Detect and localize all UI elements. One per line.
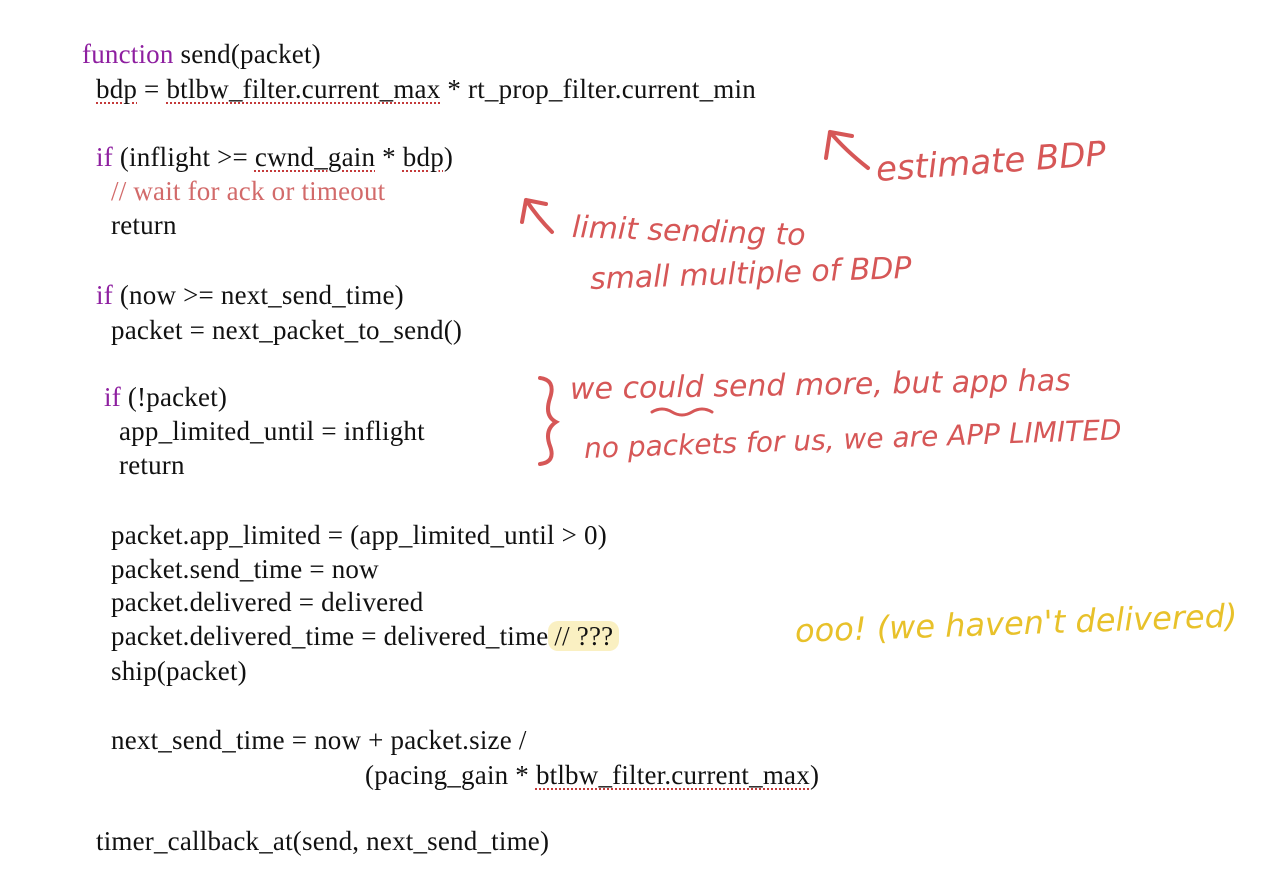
code-text: * bbox=[375, 142, 403, 172]
keyword-function: function bbox=[82, 39, 174, 69]
highlighted-comment: // ??? bbox=[548, 621, 620, 651]
code-line-packet-delivered-time: packet.delivered_time = delivered_time//… bbox=[111, 620, 620, 652]
code-text: (inflight >= bbox=[112, 142, 255, 172]
code-text: send(packet) bbox=[173, 39, 321, 69]
code-text: packet.delivered_time = delivered_time bbox=[111, 621, 549, 651]
code-line-pacing: (pacing_gain * btlbw_filter.current_max) bbox=[365, 759, 819, 791]
annotation-text: send more, but app has bbox=[703, 363, 1072, 405]
arrow-limit-icon bbox=[520, 198, 554, 234]
keyword-if: if bbox=[104, 382, 121, 412]
keyword-if: if bbox=[96, 280, 113, 310]
code-text: btlbw_filter.current_max bbox=[166, 74, 441, 104]
annotation-text-could: could bbox=[622, 369, 705, 407]
code-line-if-now: if (now >= next_send_time) bbox=[96, 279, 404, 311]
code-comment-wait: // wait for ack or timeout bbox=[111, 176, 386, 206]
code-line-app-limited-until: app_limited_until = inflight bbox=[119, 416, 425, 446]
code-text: bdp bbox=[402, 142, 444, 172]
annotation-text: we bbox=[569, 371, 623, 407]
code-text: ) bbox=[809, 760, 820, 790]
code-line-return: return bbox=[119, 450, 185, 480]
code-text: bdp bbox=[96, 74, 138, 104]
arrow-estimate-icon bbox=[824, 130, 870, 170]
code-line-next-send-time: next_send_time = now + packet.size / bbox=[111, 725, 527, 755]
code-line-packet-app-limited: packet.app_limited = (app_limited_until … bbox=[111, 520, 607, 550]
code-text: * rt_prop_filter.current_min bbox=[440, 74, 756, 104]
code-line-if-inflight: if (inflight >= cwnd_gain * bdp) bbox=[96, 141, 453, 173]
code-line-return: return bbox=[111, 210, 177, 240]
code-text: (now >= next_send_time) bbox=[112, 280, 404, 310]
code-text: (!packet) bbox=[120, 382, 228, 412]
code-line-if-not-packet: if (!packet) bbox=[104, 381, 227, 413]
code-line-packet-send-time: packet.send_time = now bbox=[111, 554, 379, 584]
code-text: (pacing_gain * bbox=[365, 760, 536, 790]
code-text: cwnd_gain bbox=[254, 142, 376, 172]
keyword-if: if bbox=[96, 142, 113, 172]
code-line-function: function send(packet) bbox=[82, 38, 321, 70]
code-line-bdp: bdp = btlbw_filter.current_max * rt_prop… bbox=[96, 73, 756, 105]
squiggle-underline bbox=[650, 407, 714, 417]
code-text: btlbw_filter.current_max bbox=[535, 760, 810, 790]
code-text: ) bbox=[443, 142, 454, 172]
code-line-timer-callback: timer_callback_at(send, next_send_time) bbox=[96, 826, 550, 856]
code-text: = bbox=[137, 74, 167, 104]
code-line-next-packet: packet = next_packet_to_send() bbox=[111, 315, 463, 345]
code-line-ship: ship(packet) bbox=[111, 656, 247, 686]
code-line-packet-delivered: packet.delivered = delivered bbox=[111, 587, 424, 617]
brace-icon bbox=[538, 376, 560, 466]
